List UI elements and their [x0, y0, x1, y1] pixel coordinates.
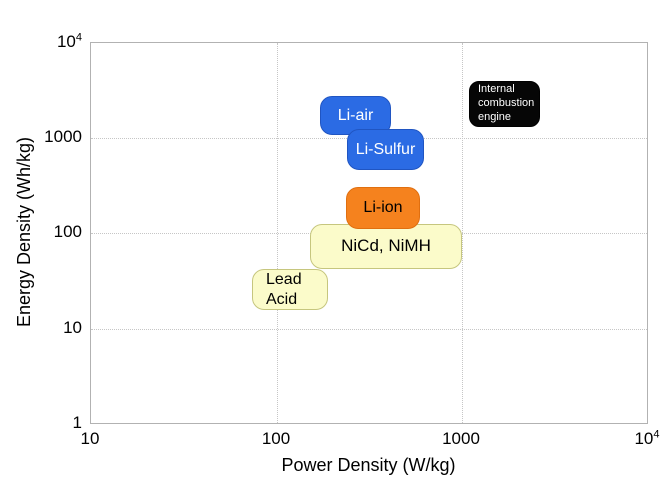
region-nicd-nimh: NiCd, NiMH — [310, 224, 462, 269]
y-tick-100: 100 — [53, 222, 82, 241]
x-tick-10e4: 104 — [634, 428, 660, 448]
y-tick-10: 10 — [63, 318, 82, 337]
x-tick-1000: 1000 — [442, 429, 480, 448]
x-tick-100: 100 — [261, 429, 291, 448]
region-internal-combustion-engine: Internal combustion engine — [469, 81, 540, 127]
plot-area: Li-air Li-Sulfur NiCd, NiMH Li-ion Lead … — [90, 42, 648, 424]
y-tick-10e4: 104 — [56, 31, 82, 51]
y-tick-1: 1 — [72, 413, 82, 432]
y-tick-1000: 1000 — [44, 127, 82, 146]
x-tick-10: 10 — [80, 429, 100, 448]
x-axis-title: Power Density (W/kg) — [281, 455, 456, 475]
region-li-sulfur: Li-Sulfur — [347, 129, 424, 170]
region-li-ion: Li-ion — [346, 187, 420, 229]
gridline-x-100 — [277, 43, 278, 423]
region-lead-acid: Lead Acid — [252, 269, 328, 310]
gridline-y-10 — [91, 329, 647, 330]
gridline-x-1000 — [462, 43, 463, 423]
